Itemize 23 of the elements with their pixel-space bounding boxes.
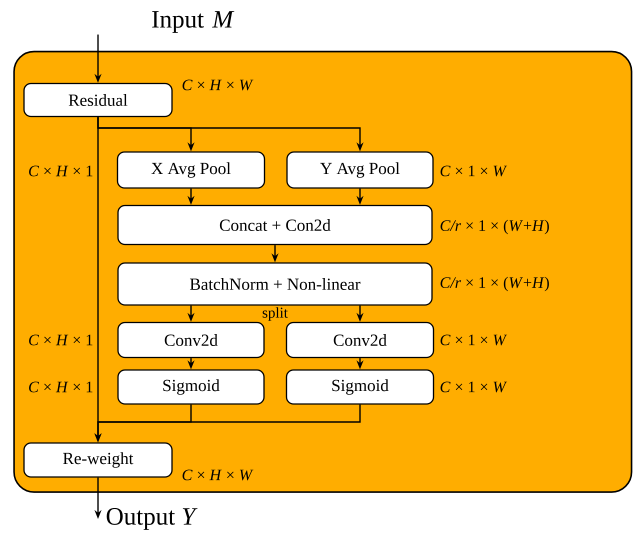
dimension-label: C/r × 1 × (W+H) bbox=[440, 220, 549, 234]
process-box: Sigmoid bbox=[117, 369, 265, 405]
process-box: Y Avg Pool bbox=[286, 151, 434, 189]
process-box: Re-weight bbox=[23, 442, 173, 478]
dimension-label: C × H × 1 bbox=[29, 382, 92, 392]
io-label: Input M bbox=[152, 11, 234, 33]
process-box: Residual bbox=[23, 82, 173, 118]
process-box: Concat + Con2d bbox=[117, 204, 433, 246]
dimension-label: C × H × W bbox=[182, 80, 254, 90]
dimension-label: C × 1 × W bbox=[440, 382, 508, 392]
dimension-label: C × H × 1 bbox=[29, 166, 92, 176]
process-box: Conv2d bbox=[286, 322, 434, 358]
split-label: split bbox=[262, 307, 288, 321]
dimension-label: C × H × W bbox=[182, 470, 254, 480]
process-box: BatchNorm + Non-linear bbox=[117, 262, 433, 306]
process-box: Conv2d bbox=[117, 322, 265, 358]
dimension-label: C × H × 1 bbox=[29, 334, 92, 346]
io-label: Output Y bbox=[106, 508, 198, 530]
dimension-label: C × 1 × W bbox=[440, 166, 508, 176]
dimension-label: C × 1 × W bbox=[440, 334, 508, 346]
dimension-label: C/r × 1 × (W+H) bbox=[440, 276, 549, 292]
process-box: X Avg Pool bbox=[116, 151, 266, 189]
process-box: Sigmoid bbox=[286, 369, 434, 405]
